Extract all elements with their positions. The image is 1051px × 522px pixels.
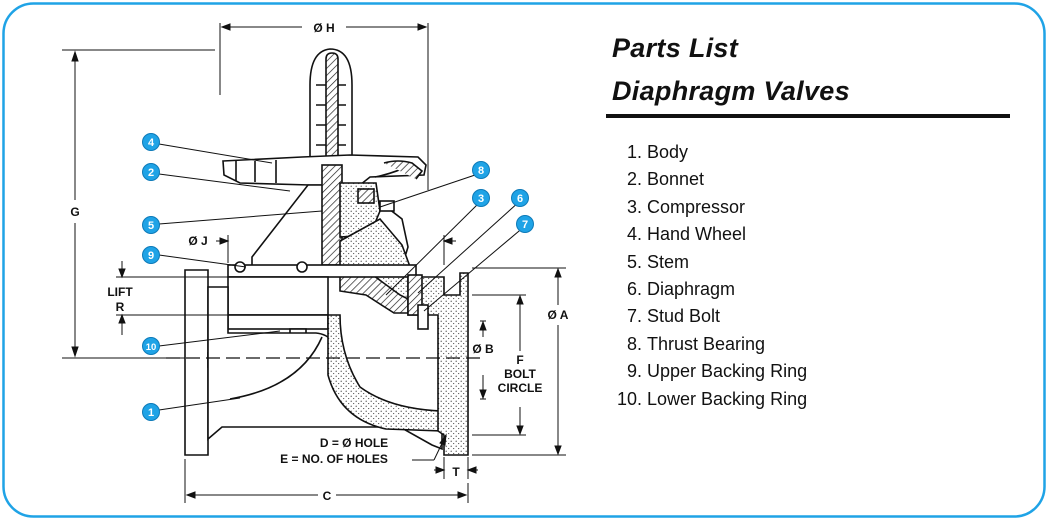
dimension-lift-label: LIFT bbox=[107, 285, 133, 299]
part-name: Bonnet bbox=[647, 169, 705, 190]
part-item: 2.Bonnet bbox=[608, 166, 807, 193]
parts-list-title: Parts List bbox=[612, 33, 739, 63]
callout-3: 3 bbox=[472, 189, 490, 207]
part-item: 8.Thrust Bearing bbox=[608, 331, 807, 358]
dimension-h-label: Ø H bbox=[313, 21, 334, 35]
svg-text:2: 2 bbox=[148, 167, 154, 179]
part-item: 9.Upper Backing Ring bbox=[608, 358, 807, 385]
title-underline bbox=[606, 114, 1010, 118]
part-number: 6. bbox=[626, 278, 642, 299]
dimension-b-label: Ø B bbox=[472, 342, 494, 356]
dimension-f-circle-label: CIRCLE bbox=[498, 381, 543, 395]
svg-text:4: 4 bbox=[148, 137, 155, 149]
callout-10: 10 bbox=[142, 337, 160, 355]
part-name: Lower Backing Ring bbox=[647, 388, 808, 409]
dimension-a bbox=[472, 267, 566, 456]
dimension-a-label: Ø A bbox=[548, 308, 569, 322]
svg-text:10: 10 bbox=[146, 342, 157, 353]
dimension-c-label: C bbox=[323, 489, 332, 503]
dimension-lift bbox=[116, 261, 228, 335]
dimension-t bbox=[434, 457, 478, 479]
upper-backing-ring bbox=[227, 261, 417, 316]
callout-1: 1 bbox=[142, 403, 160, 421]
dimension-g-label: G bbox=[70, 205, 79, 219]
dimension-b bbox=[479, 320, 487, 400]
dimension-h bbox=[219, 23, 429, 190]
number-of-holes-label: E = NO. OF HOLES bbox=[280, 452, 388, 466]
part-number: 10. bbox=[616, 388, 642, 409]
callout-4: 4 bbox=[142, 133, 160, 151]
callout-7: 7 bbox=[516, 215, 534, 233]
part-name: Body bbox=[647, 142, 689, 162]
dimension-f-bolt-label: BOLT bbox=[504, 367, 536, 381]
part-name: Hand Wheel bbox=[647, 224, 747, 245]
dimension-j-label: Ø J bbox=[188, 234, 207, 248]
part-number: 8. bbox=[626, 333, 642, 354]
parts-list: 1.Body 2.Bonnet 3.Compressor 4.Hand Whee… bbox=[608, 139, 807, 413]
svg-text:3: 3 bbox=[478, 193, 484, 205]
svg-text:5: 5 bbox=[148, 220, 154, 232]
part-item: 1.Body bbox=[608, 139, 807, 166]
part-name: Compressor bbox=[647, 196, 746, 217]
hole-leader bbox=[412, 433, 447, 461]
callout-2: 2 bbox=[142, 163, 160, 181]
svg-text:1: 1 bbox=[148, 407, 154, 419]
part-name: Upper Backing Ring bbox=[647, 361, 808, 382]
part-number: 1. bbox=[626, 142, 642, 162]
part-item: 10.Lower Backing Ring bbox=[608, 386, 807, 413]
part-number: 9. bbox=[626, 361, 642, 382]
valve-body bbox=[184, 269, 469, 456]
part-name: Stud Bolt bbox=[647, 306, 721, 327]
svg-text:6: 6 bbox=[517, 193, 523, 205]
part-name: Diaphragm bbox=[647, 278, 736, 299]
part-item: 5.Stem bbox=[608, 249, 807, 276]
part-number: 7. bbox=[626, 306, 642, 327]
callout-9: 9 bbox=[142, 246, 160, 264]
callout-leaders bbox=[158, 143, 526, 411]
callout-6: 6 bbox=[511, 189, 529, 207]
part-name: Stem bbox=[647, 251, 690, 272]
dimension-j bbox=[216, 235, 456, 265]
svg-text:7: 7 bbox=[522, 219, 528, 231]
part-name: Thrust Bearing bbox=[647, 333, 766, 354]
dimension-f bbox=[472, 294, 526, 436]
svg-text:8: 8 bbox=[478, 165, 484, 177]
part-number: 2. bbox=[626, 169, 642, 190]
part-item: 4.Hand Wheel bbox=[608, 221, 807, 248]
part-item: 6.Diaphragm bbox=[608, 276, 807, 303]
valve-cross-section-diagram: Ø H G bbox=[62, 21, 569, 503]
callout-8: 8 bbox=[472, 161, 490, 179]
parts-list-subtitle: Diaphragm Valves bbox=[612, 76, 850, 106]
svg-text:9: 9 bbox=[148, 250, 154, 262]
dimension-f-label: F bbox=[516, 353, 523, 367]
part-item: 7.Stud Bolt bbox=[608, 303, 807, 330]
part-number: 3. bbox=[626, 196, 642, 217]
part-number: 4. bbox=[626, 224, 642, 245]
dimension-t-label: T bbox=[452, 465, 460, 479]
part-number: 5. bbox=[626, 251, 642, 272]
dimension-c bbox=[184, 459, 469, 503]
callout-5: 5 bbox=[142, 216, 160, 234]
part-item: 3.Compressor bbox=[608, 194, 807, 221]
dimension-r-label: R bbox=[116, 300, 125, 314]
hole-diameter-label: D = Ø HOLE bbox=[320, 436, 388, 450]
